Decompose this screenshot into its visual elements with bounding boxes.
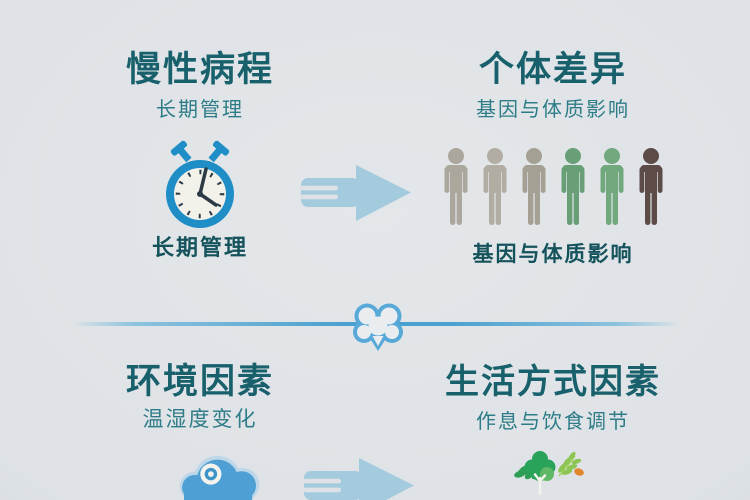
section-caption: 长期管理 <box>151 235 248 260</box>
section-title: 生活方式因素 <box>445 363 661 401</box>
stopwatch-icon <box>166 140 234 228</box>
section-subtitle: 作息与饮食调节 <box>476 411 630 433</box>
cloud-gauge-icon <box>179 455 260 500</box>
person-icon <box>444 148 467 225</box>
people-row <box>366 147 740 225</box>
section-title: 个体差异 <box>478 50 627 89</box>
arrow-right-icon <box>303 458 414 500</box>
section-individual-differences: 个体差异 基因与体质影响 <box>366 0 740 310</box>
section-chronic-course: 慢性病程 长期管理 长期 <box>10 0 390 310</box>
section-title: 环境因素 <box>125 362 274 401</box>
section-environment: 环境因素 温湿度变化 <box>10 340 390 500</box>
person-icon <box>639 148 662 225</box>
person-icon <box>561 148 584 225</box>
person-icon <box>522 148 545 225</box>
section-subtitle: 长期管理 <box>156 99 244 121</box>
person-icon <box>483 148 506 225</box>
flower-divider-icon <box>353 303 403 351</box>
section-subtitle: 基因与体质影响 <box>476 99 630 121</box>
section-lifestyle: 生活方式因素 作息与饮食调节 <box>366 340 740 500</box>
section-caption: 基因与体质影响 <box>472 243 634 266</box>
person-icon <box>600 148 623 225</box>
section-subtitle: 温湿度变化 <box>142 408 258 431</box>
trees-icon <box>514 451 584 496</box>
arrow-right-icon <box>300 165 411 221</box>
section-title: 慢性病程 <box>125 50 274 89</box>
